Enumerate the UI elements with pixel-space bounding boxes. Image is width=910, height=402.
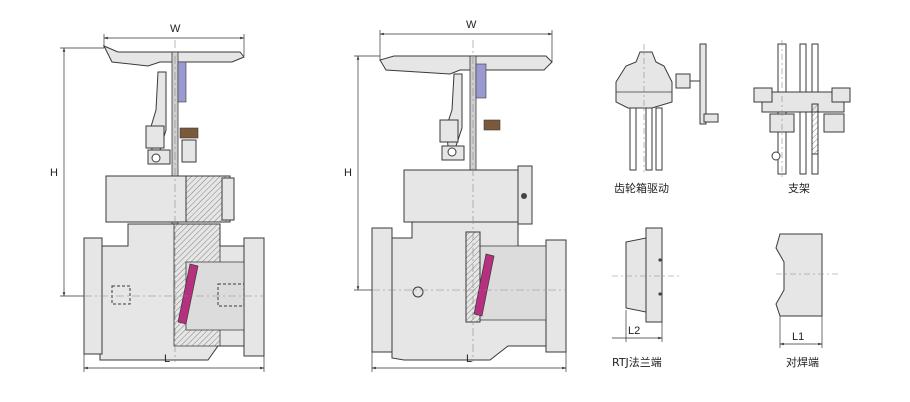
middle-bonnet [403,169,529,223]
butt-weld-caption: 对焊端 [786,355,819,369]
middle-dim-l: L [466,353,472,365]
middle-handwheel [379,55,553,75]
middle-dim-w: W [466,19,477,31]
rtj-flange-end-detail: L2 RTJ法兰端 [612,227,680,369]
gear-operator-caption: 齿轮箱驱动 [614,181,669,195]
middle-dim-h: H [344,167,352,179]
left-dim-h: H [50,167,58,179]
butt-weld-end-detail: L1 对焊端 [775,233,838,369]
left-dim-l: L [164,353,170,365]
bracket-caption: 支架 [788,182,810,195]
left-valve-view: W H L [50,23,265,372]
rtj-dim-l2: L2 [628,325,640,337]
middle-wedge [473,253,495,317]
middle-valve-view: W H L [344,19,567,372]
weld-dim-l1: L1 [792,331,804,343]
gear-operator-detail: 齿轮箱驱动 [614,43,719,195]
rtj-caption: RTJ法兰端 [612,355,662,369]
bracket-detail: 支架 [753,40,851,195]
left-wedge [177,263,199,325]
left-dim-w: W [170,23,181,35]
